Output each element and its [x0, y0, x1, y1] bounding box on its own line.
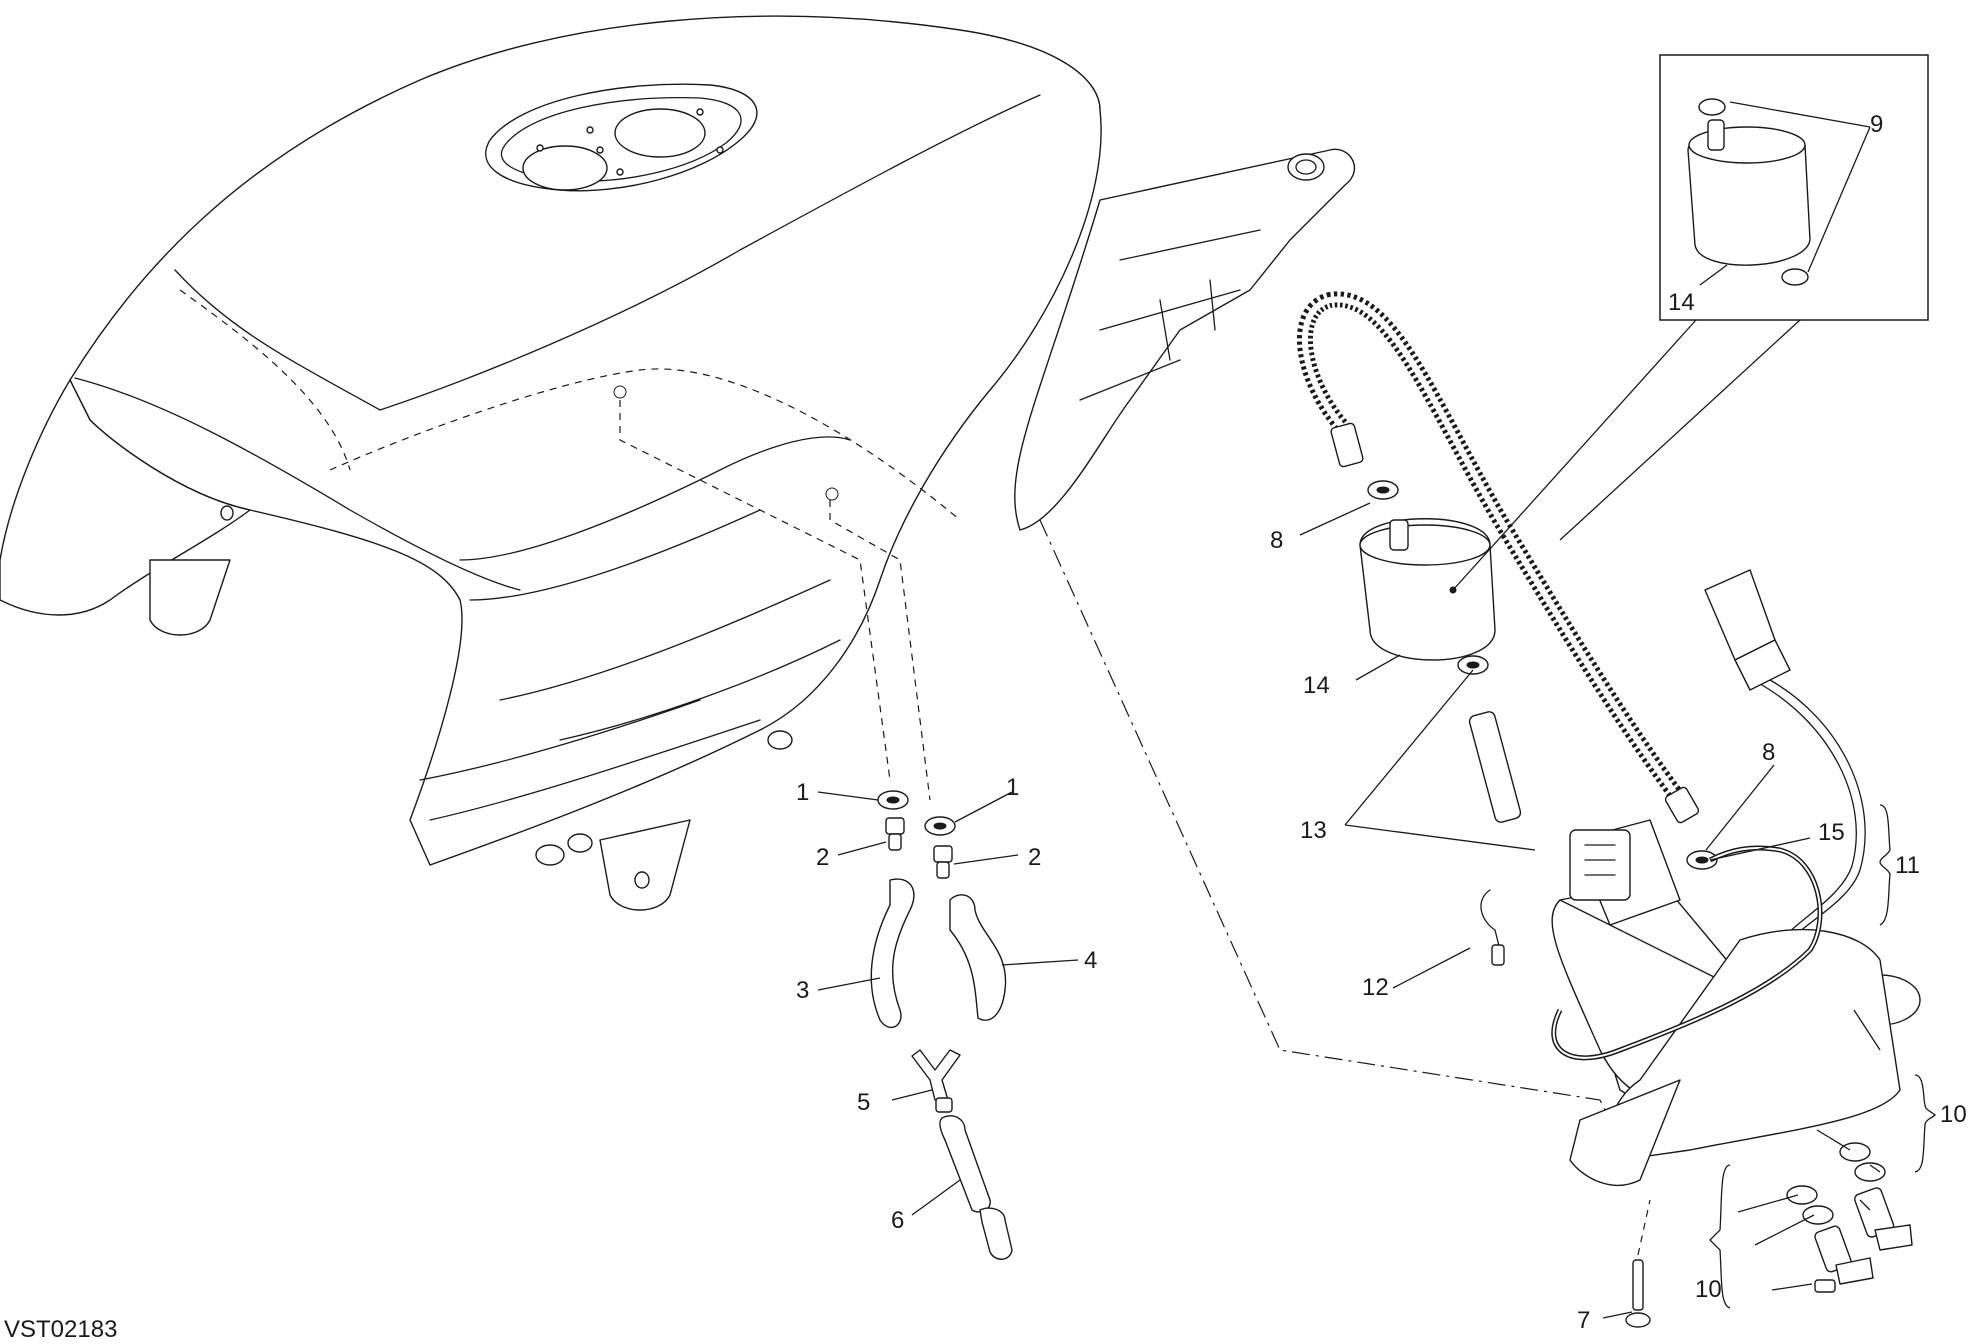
clamp-8-upper [1367, 480, 1399, 500]
callout-6: 6 [891, 1207, 904, 1234]
callout-8-upper: 8 [1270, 527, 1283, 554]
callout-8-lower: 8 [1762, 739, 1775, 766]
seal-1-right [924, 816, 956, 836]
callout-4: 4 [1084, 947, 1097, 974]
hose-4 [949, 894, 1007, 1021]
clamp-13 [1457, 655, 1489, 675]
callout-12: 12 [1362, 974, 1389, 1001]
drawing-code: VST02183 [4, 1316, 117, 1343]
hose-3 [870, 878, 915, 1029]
callout-9: 9 [1870, 111, 1883, 138]
callout-15: 15 [1818, 819, 1845, 846]
mounting-lugs [149, 505, 793, 911]
fuel-tank [0, 15, 1102, 911]
y-connector-5 [911, 1049, 961, 1113]
callout-7: 7 [1577, 1307, 1590, 1334]
callout-1-right: 1 [1006, 774, 1019, 801]
assembly-line-left [619, 400, 891, 781]
callout-14-main: 14 [1303, 672, 1330, 699]
assembly-line-right [829, 500, 931, 801]
callout-10-right: 10 [1940, 1101, 1967, 1128]
seals-10-right [1839, 1142, 1913, 1251]
screw-7 [1625, 1199, 1651, 1328]
leader-lines [817, 502, 1936, 1319]
callout-10-left: 10 [1695, 1276, 1722, 1303]
callout-labels: 1 1 2 2 3 4 5 6 7 8 8 9 10 10 11 12 13 1… [796, 111, 1967, 1334]
callout-3: 3 [796, 977, 809, 1004]
callout-1-left: 1 [796, 779, 809, 806]
fuel-filter-14 [1359, 518, 1496, 661]
seal-1-left [877, 790, 909, 810]
fitting-2-left [885, 817, 905, 851]
filler-cap-opening [485, 83, 758, 192]
callout-2-left: 2 [816, 844, 829, 871]
fuel-pipe [1468, 711, 1522, 823]
wire-fuse-12 [1480, 889, 1505, 966]
detail-inset [1659, 54, 1929, 321]
fitting-2-right [933, 845, 953, 879]
seals-10-left [1786, 1185, 1874, 1293]
callout-13: 13 [1300, 817, 1327, 844]
callout-2-right: 2 [1028, 844, 1041, 871]
callout-5: 5 [857, 1089, 870, 1116]
inset-connector-lines [1452, 319, 1801, 591]
electrical-connector [1704, 569, 1866, 941]
hose-6 [939, 1115, 1013, 1260]
callout-14-inset: 14 [1668, 289, 1695, 316]
callout-11: 11 [1895, 852, 1920, 879]
clamp-8-lower [1686, 850, 1718, 870]
tank-rear-bracket [1014, 148, 1356, 531]
fuel-pump-body [1551, 819, 1921, 1186]
